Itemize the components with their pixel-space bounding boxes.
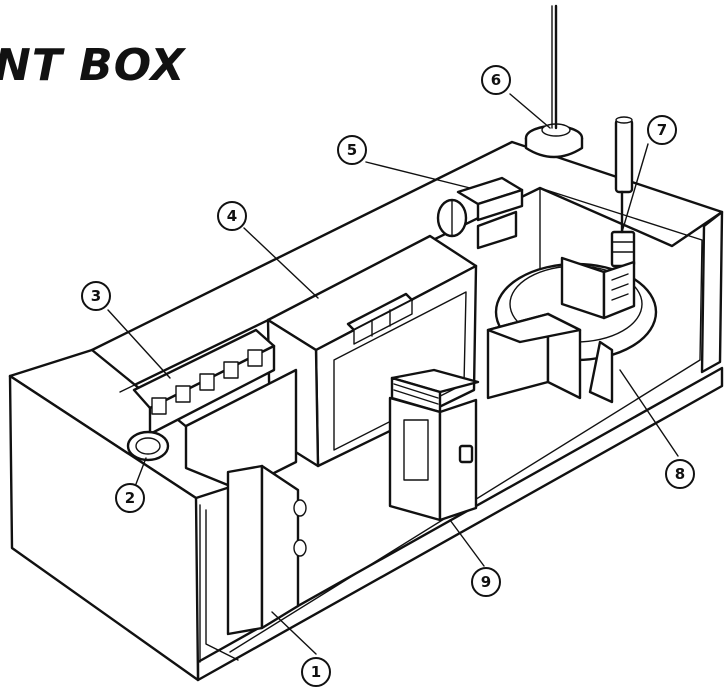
callout-label: 5 [347,141,357,159]
callout-5: 5 [337,135,367,165]
callout-6: 6 [481,65,511,95]
capacitor-block [388,368,480,522]
callout-label: 8 [675,465,685,483]
relay [436,176,524,250]
callout-4: 4 [217,201,247,231]
callout-9: 9 [471,567,501,597]
antenna-connector [524,4,584,159]
callout-8: 8 [665,459,695,489]
callout-1: 1 [301,657,331,687]
leader-lines [107,93,679,655]
terminal-strip [132,328,298,492]
callout-label: 1 [311,663,321,681]
callout-label: 7 [657,121,667,139]
transformer [205,464,307,661]
callout-label: 3 [91,287,101,305]
callout-2: 2 [115,483,145,513]
callout-label: 6 [491,71,501,89]
callout-3: 3 [81,281,111,311]
rotary-unit [486,256,658,404]
diagram-title: NT BOX [0,40,186,91]
callout-label: 9 [481,573,491,591]
callout-7: 7 [647,115,677,145]
callout-label: 4 [227,207,237,225]
feedthrough-post [610,116,636,268]
callout-label: 2 [125,489,135,507]
grommet [126,430,170,462]
